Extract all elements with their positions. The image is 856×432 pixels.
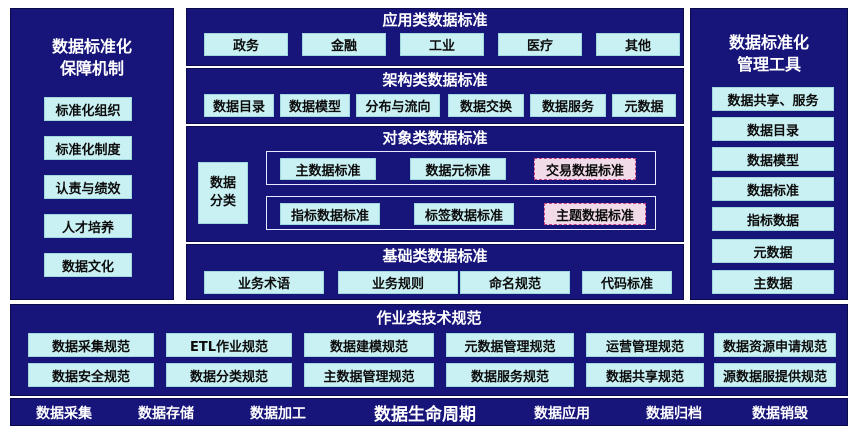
object-standards-title: 对象类数据标准: [382, 129, 488, 147]
object-item-indicator-data-standard: 指标数据标准: [280, 203, 380, 225]
base-standards-title: 基础类数据标准: [382, 247, 488, 265]
object-item-tag-data-standard: 标签数据标准: [414, 203, 514, 225]
left-item-accountability: 认责与绩效: [44, 175, 132, 199]
base-item-business-terms: 业务术语: [204, 271, 324, 294]
application-item-government: 政务: [204, 33, 288, 56]
operation-item-etl-spec: ETL作业规范: [166, 333, 292, 357]
object-classification-label: 数据 分类: [198, 162, 248, 224]
operation-item-resource-request-spec: 数据资源申请规范: [714, 333, 836, 357]
architecture-item-metadata: 元数据: [612, 94, 676, 117]
right-panel-title-line2: 管理工具: [736, 55, 801, 74]
base-item-business-rules: 业务规则: [338, 271, 458, 294]
object-item-subject-data-standard: 主题数据标准: [544, 203, 646, 225]
lifecycle-processing: 数据加工: [250, 406, 306, 422]
operation-item-source-provision-spec: 源数据服提供规范: [714, 363, 836, 387]
object-row2-frame: [266, 196, 656, 230]
right-item-share-service: 数据共享、服务: [712, 87, 834, 111]
architecture-item-service: 数据服务: [530, 94, 606, 117]
left-item-org: 标准化组织: [44, 97, 132, 121]
lifecycle-bar: [10, 398, 848, 426]
architecture-item-catalog: 数据目录: [204, 94, 274, 117]
operation-specs-title: 作业类技术规范: [376, 309, 482, 327]
right-item-standard: 数据标准: [712, 177, 834, 201]
architecture-item-distribution: 分布与流向: [356, 94, 440, 117]
operation-item-service-spec: 数据服务规范: [446, 363, 574, 387]
architecture-item-model: 数据模型: [280, 94, 350, 117]
right-item-indicator: 指标数据: [712, 207, 834, 231]
operation-item-collection-spec: 数据采集规范: [28, 333, 154, 357]
right-item-model: 数据模型: [712, 147, 834, 171]
lifecycle-archive: 数据归档: [646, 406, 702, 422]
left-panel-title-line2: 保障机制: [59, 59, 124, 78]
left-panel-title-line1: 数据标准化: [51, 37, 132, 56]
object-item-master-data-standard: 主数据标准: [280, 158, 376, 180]
lifecycle-application: 数据应用: [534, 406, 590, 422]
application-item-medical: 医疗: [498, 33, 582, 56]
lifecycle-destroy: 数据销毁: [752, 406, 808, 422]
operation-item-metadata-mgmt-spec: 元数据管理规范: [446, 333, 574, 357]
object-classification-line1: 数据: [209, 176, 236, 191]
object-item-data-element-standard: 数据元标准: [410, 158, 506, 180]
object-row1-frame: [266, 151, 656, 185]
object-item-transaction-data-standard: 交易数据标准: [534, 158, 636, 180]
right-item-catalog: 数据目录: [712, 117, 834, 141]
object-classification-line2: 分类: [209, 194, 236, 209]
lifecycle-title: 数据生命周期: [374, 405, 476, 425]
application-item-finance: 金融: [302, 33, 386, 56]
left-panel-title: 数据标准化 保障机制: [10, 36, 174, 80]
base-item-code-standard: 代码标准: [582, 271, 672, 294]
right-item-master-data: 主数据: [712, 270, 834, 294]
lifecycle-storage: 数据存储: [138, 406, 194, 422]
architecture-item-exchange: 数据交换: [448, 94, 524, 117]
operation-item-master-data-mgmt-spec: 主数据管理规范: [304, 363, 434, 387]
left-item-culture: 数据文化: [44, 253, 132, 277]
lifecycle-collect: 数据采集: [36, 406, 92, 422]
application-item-industry: 工业: [400, 33, 484, 56]
right-panel-title-line1: 数据标准化: [728, 33, 809, 52]
left-item-system: 标准化制度: [44, 136, 132, 160]
right-panel-title: 数据标准化 管理工具: [690, 32, 848, 76]
operation-item-classification-spec: 数据分类规范: [166, 363, 292, 387]
right-item-metadata: 元数据: [712, 239, 834, 263]
base-item-naming-rules: 命名规范: [460, 271, 570, 294]
operation-item-security-spec: 数据安全规范: [28, 363, 154, 387]
operation-item-share-spec: 数据共享规范: [586, 363, 704, 387]
operation-item-ops-mgmt-spec: 运营管理规范: [586, 333, 704, 357]
architecture-standards-title: 架构类数据标准: [382, 71, 488, 89]
application-item-other: 其他: [596, 33, 680, 56]
application-standards-title: 应用类数据标准: [382, 11, 488, 29]
left-item-talent: 人才培养: [44, 214, 132, 238]
operation-item-modeling-spec: 数据建模规范: [304, 333, 434, 357]
